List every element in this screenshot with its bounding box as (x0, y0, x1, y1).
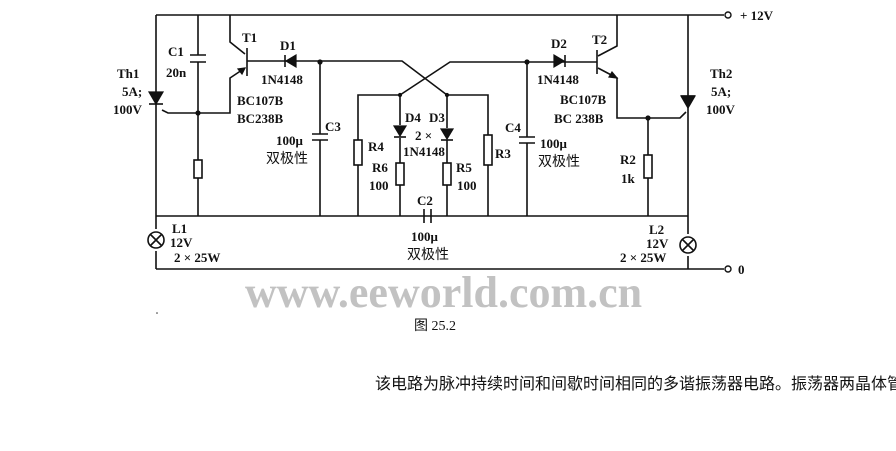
l2-voltage: 12V (646, 236, 669, 251)
resistor-r5-icon (442, 162, 452, 186)
resistor-r4-icon (353, 139, 363, 166)
c1-value: 20n (166, 65, 187, 80)
d1-type: 1N4148 (261, 72, 303, 87)
resistor-r2-icon (643, 154, 653, 179)
resistor-r3-icon (483, 134, 493, 166)
junctions (195, 11, 732, 273)
th1-voltage: 100V (113, 102, 143, 117)
r6-value: 100 (369, 178, 389, 193)
l2-label: L2 (649, 222, 664, 237)
supply-zero-label: 0 (738, 262, 745, 277)
c3-kind: 双极性 (266, 151, 308, 167)
r3-label: R3 (495, 146, 511, 161)
diode-d4-icon (392, 125, 408, 138)
l1-power: 2 × 25W (174, 250, 220, 265)
l1-voltage: 12V (170, 235, 193, 250)
r2-value: 1k (621, 171, 636, 186)
r2-label: R2 (620, 152, 636, 167)
r5-value: 100 (457, 178, 477, 193)
resistor-r6-icon (395, 162, 405, 186)
d34-type: 1N4148 (403, 144, 445, 159)
c4-kind: 双极性 (538, 154, 580, 170)
l1-label: L1 (172, 221, 187, 236)
terminal-plus (724, 11, 732, 19)
th1-label: Th1 (117, 66, 139, 81)
th2-label: Th2 (710, 66, 732, 81)
t2-label: T2 (592, 32, 607, 47)
c1-label: C1 (168, 44, 184, 59)
supply-plus-label: + 12V (740, 8, 774, 23)
c4-label: C4 (505, 120, 521, 135)
description-text: 该电路为脉冲持续时间和间歇时间相同的多谐振荡器电路。振荡器两晶体管射极接晶 (375, 375, 896, 393)
t1-label: T1 (242, 30, 257, 45)
l2-power: 2 × 25W (620, 250, 666, 265)
d4-label: D4 (405, 110, 421, 125)
wires (155, 14, 724, 270)
t2-emitter-arrow-icon (608, 70, 619, 79)
th1-rating: 5A; (122, 84, 142, 99)
diode-d3-icon (439, 128, 455, 141)
c2-kind: 双极性 (407, 247, 449, 263)
d34-count: 2 × (415, 128, 432, 143)
d3-label: D3 (429, 110, 445, 125)
c4-value: 100μ (540, 136, 568, 151)
r4-label: R4 (368, 139, 384, 154)
t1-emitter-arrow-icon (236, 67, 247, 76)
watermark: www.eeworld.com.cn (245, 268, 642, 317)
t1-type2: BC238B (237, 111, 284, 126)
thyristor-th1-icon (147, 91, 165, 106)
c2-value: 100μ (411, 229, 439, 244)
lamp-l2-icon (679, 236, 697, 254)
resistor-r1-icon (193, 159, 203, 179)
d1-label: D1 (280, 38, 296, 53)
thyristor-th2-icon (679, 95, 697, 110)
figure-caption: 图 25.2 (414, 319, 456, 334)
th2-voltage: 100V (706, 102, 736, 117)
t2-type1: BC107B (560, 92, 607, 107)
d2-label: D2 (551, 36, 567, 51)
c2-label: C2 (417, 193, 433, 208)
r5-label: R5 (456, 160, 472, 175)
lamp-l1-icon (147, 231, 165, 249)
c3-value: 100μ (276, 133, 304, 148)
d2-type: 1N4148 (537, 72, 579, 87)
terminal-zero (724, 265, 732, 273)
diode-d2-icon (553, 53, 566, 69)
t1-type1: BC107B (237, 93, 284, 108)
c3-label: C3 (325, 119, 341, 134)
diode-d1-icon (284, 53, 297, 69)
th2-rating: 5A; (711, 84, 731, 99)
r6-label: R6 (372, 160, 388, 175)
t2-type2: BC 238B (554, 111, 604, 126)
